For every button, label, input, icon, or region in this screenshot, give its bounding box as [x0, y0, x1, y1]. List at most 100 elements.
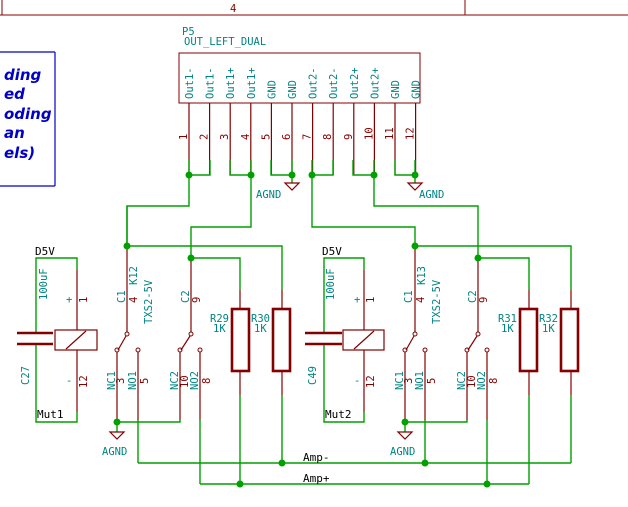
resistor-ref: R30 — [251, 313, 270, 325]
svg-text:NC2: NC2 — [456, 371, 468, 390]
junction-dot — [113, 418, 121, 426]
svg-text:NO1: NO1 — [414, 371, 426, 390]
d5v-label: D5V — [35, 245, 55, 258]
svg-text:+: + — [354, 294, 360, 306]
svg-text:NO2: NO2 — [189, 371, 201, 390]
connector-pin-name: Out1+ — [246, 67, 258, 99]
junction-dot — [308, 171, 316, 179]
connector-pin-name: Out2+ — [349, 67, 361, 99]
svg-text:1: 1 — [365, 297, 377, 303]
note-line: ed — [4, 85, 25, 103]
svg-text:3: 3 — [403, 378, 415, 384]
relay-ref: K12 — [128, 266, 140, 285]
svg-text:C1: C1 — [403, 290, 415, 303]
note-line: els) — [4, 144, 35, 162]
resistor-ref: R29 — [210, 313, 229, 325]
connector-pin-number: 8 — [322, 134, 334, 140]
svg-text:5: 5 — [426, 378, 438, 384]
svg-text:NO2: NO2 — [476, 371, 488, 390]
connector-pin-name: Out1+ — [225, 67, 237, 99]
svg-text:10: 10 — [466, 375, 478, 388]
sheet-frame: 4 — [0, 0, 628, 16]
connector-pin-name: GND — [411, 80, 423, 99]
note-box: ding ed oding an els) — [0, 51, 56, 187]
relay-section-1: D5V 100uF C27 Mut1 + 1 - 12 C1 4 K12 TXS… — [17, 206, 292, 484]
resistor-value: 1K — [542, 323, 555, 335]
amp-minus-label: Amp- — [303, 451, 330, 464]
svg-text:NC2: NC2 — [169, 371, 181, 390]
connector-pin-number: 4 — [240, 134, 252, 140]
connector-pin-number: 9 — [343, 134, 355, 140]
svg-text:8: 8 — [201, 378, 213, 384]
connector-pin-name: GND — [390, 80, 402, 99]
connector-p5[interactable]: P5 OUT_LEFT_DUAL Out1-1Out1-2Out1+3Out1+… — [178, 26, 423, 175]
svg-text:NC1: NC1 — [106, 371, 118, 390]
connector-pin-number: 1 — [178, 134, 190, 140]
svg-text:1: 1 — [78, 297, 90, 303]
junction-dot — [123, 242, 131, 250]
resistor-value: 1K — [254, 323, 267, 335]
connector-value: OUT_LEFT_DUAL — [184, 36, 266, 48]
net-mut2: Mut2 — [325, 408, 352, 421]
svg-text:5: 5 — [139, 378, 151, 384]
svg-text:9: 9 — [191, 297, 203, 303]
junction-dot — [288, 171, 296, 179]
svg-text:12: 12 — [78, 375, 90, 388]
svg-text:9: 9 — [478, 297, 490, 303]
svg-text:-: - — [354, 375, 360, 387]
svg-text:10: 10 — [179, 375, 191, 388]
junction-dot — [236, 480, 244, 488]
connector-pin-name: GND — [287, 80, 299, 99]
cap-ref: C27 — [20, 366, 32, 385]
svg-text:4: 4 — [415, 297, 427, 303]
svg-text:C1: C1 — [116, 290, 128, 303]
svg-text:AGND: AGND — [419, 189, 444, 201]
relay-ref: K13 — [416, 266, 428, 285]
connector-pin-name: Out2+ — [369, 67, 381, 99]
agnd-label: AGND — [390, 446, 415, 458]
cap-value: 100uF — [38, 268, 50, 300]
svg-text:NO1: NO1 — [127, 371, 139, 390]
junction-dot — [483, 480, 491, 488]
svg-text:NC1: NC1 — [394, 371, 406, 390]
junction-dot — [401, 418, 409, 426]
connector-pin-number: 6 — [281, 134, 293, 140]
connector-pin-name: Out1- — [184, 67, 196, 99]
svg-text:C2: C2 — [467, 290, 479, 303]
zone-label: 4 — [230, 3, 236, 15]
connector-pin-name: Out2- — [308, 67, 320, 99]
connector-pin-number: 11 — [384, 127, 396, 140]
relay-section-2: D5V 100uF C49 Mut2 + 1 - 12 C1 4 K13 TXS… — [305, 245, 580, 484]
amp-nets: Amp- Amp+ — [138, 451, 571, 485]
connector-pin-number: 5 — [260, 134, 272, 140]
junctions — [113, 171, 491, 488]
junction-dot — [185, 171, 193, 179]
junction-dot — [187, 254, 195, 262]
connector-pin-number: 2 — [199, 134, 211, 140]
note-line: oding — [4, 105, 52, 123]
resistor-ref: R31 — [498, 313, 517, 325]
connector-wires — [126, 160, 479, 258]
connector-pin-number: 3 — [219, 134, 231, 140]
junction-dot — [411, 242, 419, 250]
net-mut1: Mut1 — [37, 408, 64, 421]
resistor-value: 1K — [501, 323, 514, 335]
relay-value: TXS2-5V — [143, 279, 155, 324]
note-line: an — [4, 124, 25, 142]
junction-dot — [421, 459, 429, 467]
svg-text:C2: C2 — [180, 290, 192, 303]
agnd-label: AGND — [102, 446, 127, 458]
svg-text:4: 4 — [128, 297, 140, 303]
relay-value: TXS2-5V — [431, 279, 443, 324]
svg-text:+: + — [66, 294, 72, 306]
svg-text:8: 8 — [488, 378, 500, 384]
agnd-symbol: AGND — [256, 182, 301, 201]
connector-pin-name: Out2- — [328, 67, 340, 99]
cap-ref: C49 — [307, 366, 319, 385]
note-line: ding — [4, 66, 42, 84]
junction-dot — [247, 171, 255, 179]
resistor-value: 1K — [213, 323, 226, 335]
cap-value: 100uF — [325, 268, 337, 300]
connector-pin-number: 12 — [405, 127, 417, 140]
